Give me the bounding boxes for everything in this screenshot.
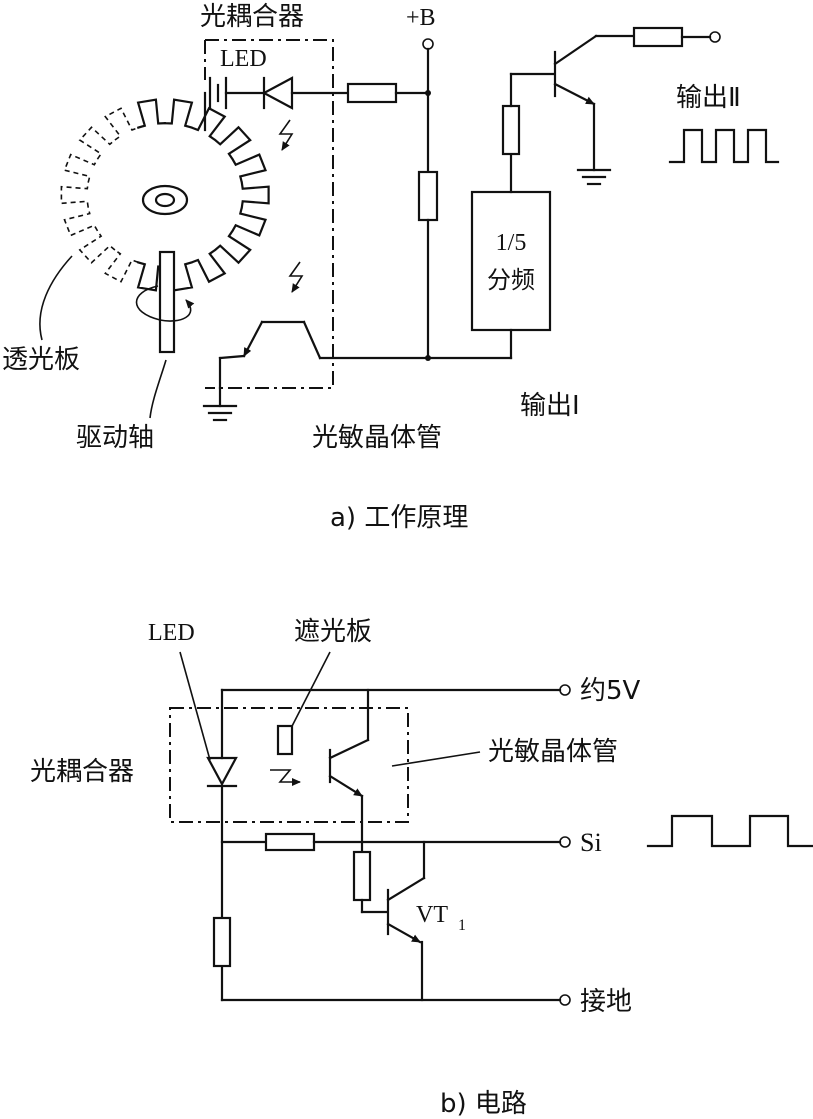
rotation-arrow-icon [135, 285, 195, 322]
ground-terminal [559, 994, 571, 1006]
translucent-plate-label: 透光板 [2, 345, 80, 375]
shade-plate-leader [287, 651, 331, 735]
output-2-label: 输出Ⅱ [676, 83, 741, 113]
resistor-bottom-b [212, 916, 232, 968]
drive-shaft-label: 驱动轴 [76, 423, 154, 453]
output-transistor-icon [553, 26, 721, 172]
translucent-plate-icon [60, 98, 270, 292]
battery-icon [203, 76, 228, 132]
light-arrow-icon-b [270, 769, 301, 786]
resistor-base-b [352, 850, 372, 902]
optocoupler-enclosure-a [205, 39, 334, 389]
vt1-subscript: 1 [458, 917, 466, 934]
diagram-b: LED 遮光板 约5V 光耦合器 光敏晶体管 [30, 617, 813, 1119]
translucent-plate-leader [39, 255, 73, 341]
optocoupler-label-a: 光耦合器 [200, 2, 304, 32]
resistor-pullup-a [417, 170, 439, 222]
drive-shaft-icon [158, 250, 176, 354]
ground-icon-a1 [202, 386, 238, 422]
output-2-waveform [668, 128, 780, 164]
phototransistor-icon-a [218, 320, 430, 390]
diagram-a: 光耦合器 LED +B [2, 2, 780, 533]
led-label-a: LED [220, 46, 267, 72]
shade-plate-label: 遮光板 [294, 617, 372, 647]
ground-icon-a2 [576, 168, 612, 186]
optocoupler-enclosure-b [169, 707, 409, 823]
light-arrow-icon-2 [288, 261, 304, 293]
resistor-signal-b [264, 832, 316, 852]
supply-terminal [559, 684, 571, 696]
shade-plate-icon [276, 724, 294, 756]
led-label-b: LED [148, 620, 195, 646]
led-leader-b [179, 651, 211, 761]
light-arrow-icon-1 [278, 119, 294, 151]
caption-a: a) 工作原理 [330, 503, 468, 533]
optocoupler-label-b: 光耦合器 [30, 757, 134, 787]
output-1-label: 输出Ⅰ [520, 391, 580, 421]
drive-shaft-leader [149, 359, 167, 419]
signal-label: Si [580, 828, 602, 857]
signal-terminal [559, 836, 571, 848]
supply-label: 约5V [580, 676, 641, 706]
vt1-transistor-icon [386, 840, 426, 1002]
led-diode-icon-a [224, 76, 350, 110]
divider-label-line1: 1/5 [496, 230, 527, 256]
phototransistor-icon-b [328, 688, 370, 854]
resistor-led-a [346, 82, 398, 104]
plus-b-label: +B [406, 5, 436, 31]
ground-label: 接地 [580, 987, 632, 1017]
resistor-base-a [501, 104, 521, 156]
phototransistor-label-b: 光敏晶体管 [488, 737, 618, 767]
divider-label-line2: 分频 [487, 266, 535, 294]
caption-b: b) 电路 [440, 1089, 527, 1119]
signal-waveform [646, 814, 813, 848]
vt1-label: VT [416, 902, 448, 928]
phototransistor-leader-b [391, 751, 481, 767]
phototransistor-label-a: 光敏晶体管 [312, 423, 442, 453]
plus-b-terminal [422, 38, 434, 50]
divider-box [470, 190, 552, 332]
